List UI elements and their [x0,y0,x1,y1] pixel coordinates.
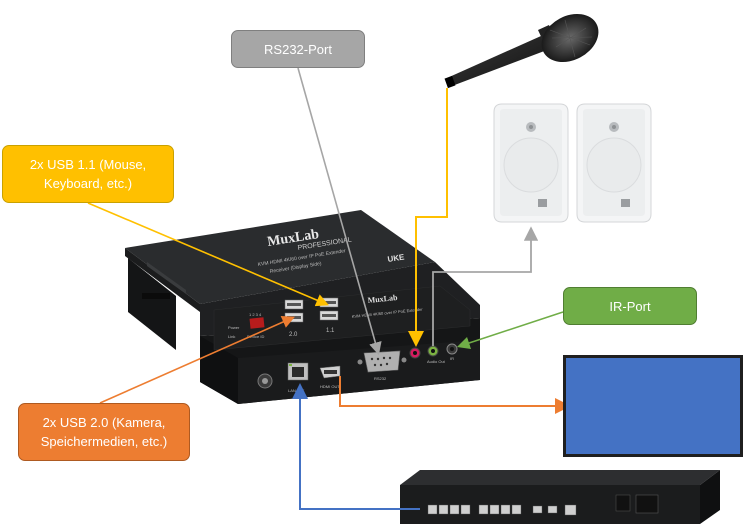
usb20-callout: 2x USB 2.0 (Kamera, Speichermedien, etc.… [18,403,190,461]
usb20-label: 2.0 [289,332,298,338]
usb11-callout: 2x USB 1.1 (Mouse, Keyboard, etc.) [2,145,174,203]
network-switch-icon [400,470,720,524]
dip-label: 1 2 3 4 [249,312,262,317]
rs232-port-icon [357,350,407,373]
microphone-icon [444,14,599,89]
power-label: Power [228,325,240,330]
hdmi-label: HDMI OUT [320,384,340,389]
mic-line [408,88,448,347]
ir-callout: IR-Port [563,287,697,325]
device-id-label: Device ID [247,334,264,339]
rs232-callout: RS232-Port [231,30,365,68]
audio-out-label: Audio Out [427,359,446,364]
ir-label: IR [450,356,454,361]
ir-line [456,311,564,350]
usb20-callout-text: 2x USB 2.0 (Kamera, Speichermedien, etc.… [40,415,168,449]
lan-label: LAN PoE [288,388,305,393]
model-badge: UKE [387,252,406,264]
ir-callout-text: IR-Port [609,298,651,314]
lan-line [292,383,420,510]
usb11-callout-text: 2x USB 1.1 (Mouse, Keyboard, etc.) [29,157,147,191]
usb11-line [87,202,329,307]
usb20-line [99,316,295,404]
brand-front: MuxLab [367,293,398,305]
speaker-left-icon [493,103,569,223]
audio-out-line [432,226,539,346]
link-label: Link [228,334,235,339]
hdmi-line [339,376,571,414]
rs232-label: RS232 [374,376,387,381]
muxlab-receiver: MuxLab PROFESSIONAL KVM HDMI 4K/60 over … [125,210,480,404]
dip-switch [249,317,265,329]
rs232-callout-text: RS232-Port [264,41,332,57]
usb11-label: 1.1 [326,328,335,334]
speaker-right-icon [576,103,652,223]
display-screen [563,355,743,457]
lan-port-icon [287,362,309,381]
rs232-line [297,67,382,356]
